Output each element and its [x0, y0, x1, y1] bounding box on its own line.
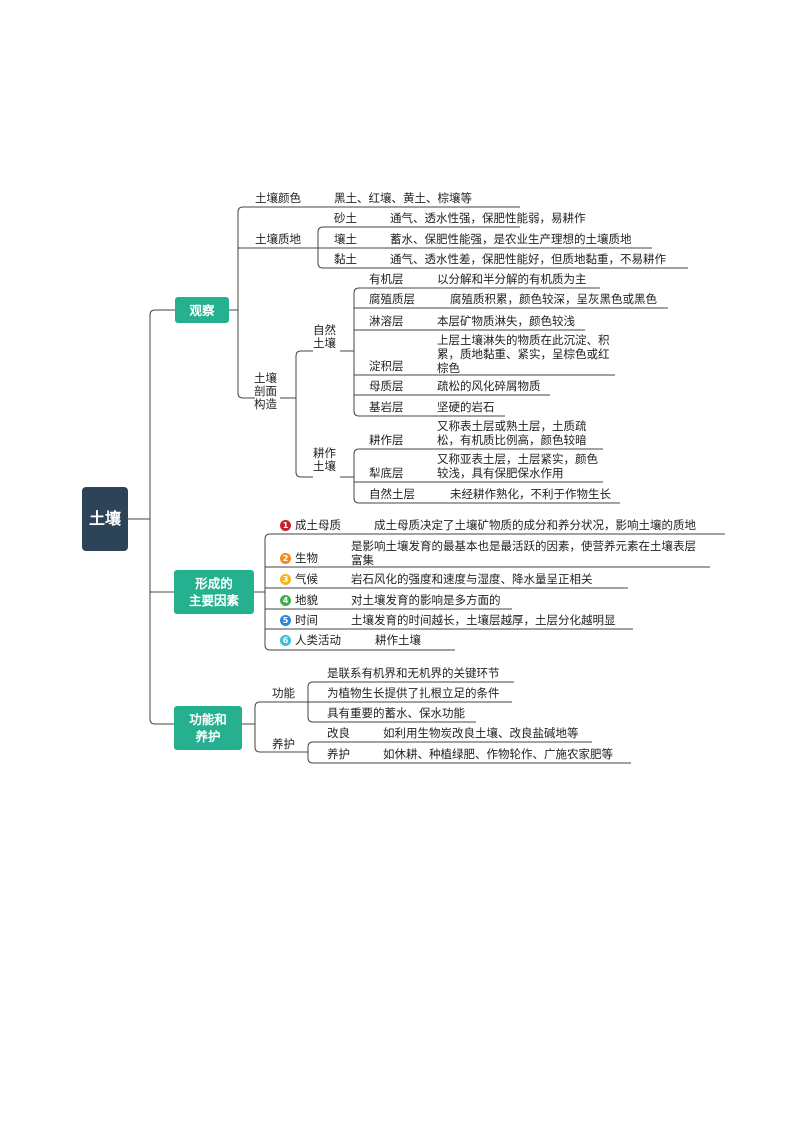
factor-name: 时间	[295, 613, 318, 627]
function-item: 是联系有机界和无机界的关键环节	[327, 666, 500, 680]
profile-branch-connector	[295, 471, 313, 478]
root-branch-connector	[149, 309, 175, 316]
branch-observe-label: 观察	[189, 302, 215, 318]
layer-name: 自然土层	[369, 487, 415, 501]
layer-desc: 又称表土层或熟土层，土质疏松，有机质比例高，颜色较暗	[437, 419, 587, 447]
factor-name: 成土母质	[295, 518, 341, 532]
factor-desc: 岩石风化的强度和速度与湿度、降水量呈正相关	[351, 572, 593, 586]
layer-desc: 本层矿物质淋失，颜色较浅	[437, 314, 575, 328]
root-branch-connector	[149, 718, 175, 725]
soil-color-label: 土壤颜色	[255, 191, 301, 205]
natural-layers-connector	[353, 410, 369, 417]
function-items-connector	[307, 681, 323, 688]
factors-branch-connector	[264, 533, 278, 540]
number-6-icon: 6	[280, 635, 291, 646]
layer-name: 耕作层	[369, 433, 404, 447]
texture-name: 壤土	[334, 232, 357, 246]
texture-desc: 蓄水、保肥性能强，是农业生产理想的土壤质地	[390, 232, 632, 246]
factors-branch-connector	[264, 644, 278, 651]
care-desc: 如休耕、种植绿肥、作物轮作、广施农家肥等	[383, 747, 613, 761]
care-name: 改良	[327, 726, 350, 740]
function-items-connector	[307, 716, 323, 723]
layer-name: 有机层	[369, 272, 404, 286]
care-label: 养护	[272, 737, 295, 751]
observe-branch-connector	[237, 206, 255, 213]
texture-desc: 通气、透水性差，保肥性能好，但质地黏重，不易耕作	[390, 252, 666, 266]
texture-name: 黏土	[334, 252, 357, 266]
factor-name: 地貌	[295, 593, 318, 607]
texture-name: 砂土	[334, 211, 357, 225]
soil-color-desc: 黑土、红壤、黄土、棕壤等	[334, 191, 472, 205]
layer-name: 犁底层	[369, 466, 404, 480]
factor-name: 气候	[295, 572, 318, 586]
function-label: 功能	[272, 686, 295, 700]
number-1-icon: 1	[280, 520, 291, 531]
layer-name: 腐殖质层	[369, 292, 415, 306]
farmed-soil-label: 耕作 土壤	[313, 446, 336, 473]
function-item: 为植物生长提供了扎根立足的条件	[327, 686, 500, 700]
texture-desc: 通气、透水性强，保肥性能弱，易耕作	[390, 211, 586, 225]
factor-desc: 土壤发育的时间越长，土壤层越厚，土层分化越明显	[351, 613, 616, 627]
function-care-branch-connector	[254, 701, 268, 708]
care-name: 养护	[327, 747, 350, 761]
root-node: 土壤	[82, 487, 128, 551]
factor-desc: 耕作土壤	[375, 633, 421, 647]
layer-desc: 未经耕作熟化，不利于作物生长	[450, 487, 611, 501]
layer-desc: 又称亚表土层，土层紧实，颜色较浅，具有保肥保水作用	[437, 452, 598, 480]
factor-desc: 对土壤发育的影响是多方面的	[351, 593, 501, 607]
profile-branch-connector	[295, 350, 313, 357]
layer-desc: 上层土壤淋失的物质在此沉淀、积累，质地黏重、紧实，呈棕色或红棕色	[437, 333, 610, 375]
care-items-connector	[307, 741, 323, 748]
layer-desc: 坚硬的岩石	[437, 400, 495, 414]
natural-layers-connector	[353, 287, 369, 294]
natural-soil-label: 自然 土壤	[313, 323, 336, 350]
branch-function-care: 功能和 养护	[174, 706, 242, 750]
soil-profile-label: 土壤 剖面 构造	[254, 371, 277, 411]
number-5-icon: 5	[280, 615, 291, 626]
branch-observe: 观察	[175, 297, 229, 323]
layer-name: 淀积层	[369, 359, 404, 373]
layer-name: 基岩层	[369, 400, 404, 414]
layer-desc: 以分解和半分解的有机质为主	[437, 272, 587, 286]
factor-name: 人类活动	[295, 633, 341, 647]
farmed-layers-connector	[353, 448, 369, 455]
layer-name: 母质层	[369, 379, 404, 393]
care-items-connector	[307, 757, 323, 764]
number-4-icon: 4	[280, 595, 291, 606]
soil-texture-label: 土壤质地	[255, 232, 301, 246]
factor-desc: 成土母质决定了土壤矿物质的成分和养分状况，影响土壤的质地	[374, 518, 696, 532]
function-item: 具有重要的蓄水、保水功能	[327, 706, 465, 720]
farmed-layers-connector	[353, 497, 369, 504]
number-2-icon: 2	[280, 553, 291, 564]
care-desc: 如利用生物炭改良土壤、改良盐碱地等	[383, 726, 579, 740]
layer-desc: 腐殖质积累，颜色较深，呈灰黑色或黑色	[450, 292, 657, 306]
factor-name: 生物	[295, 551, 318, 565]
texture-branch-connector	[317, 262, 334, 269]
factor-desc: 是影响土壤发育的最基本也是最活跃的因素，使营养元素在土壤表层富集	[351, 539, 696, 567]
number-3-icon: 3	[280, 574, 291, 585]
function-care-branch-connector	[254, 746, 268, 753]
observe-branch-connector	[237, 392, 255, 399]
layer-desc: 疏松的风化碎屑物质	[437, 379, 541, 393]
branch-factors: 形成的 主要因素	[174, 570, 254, 614]
layer-name: 淋溶层	[369, 314, 404, 328]
texture-branch-connector	[317, 226, 334, 233]
